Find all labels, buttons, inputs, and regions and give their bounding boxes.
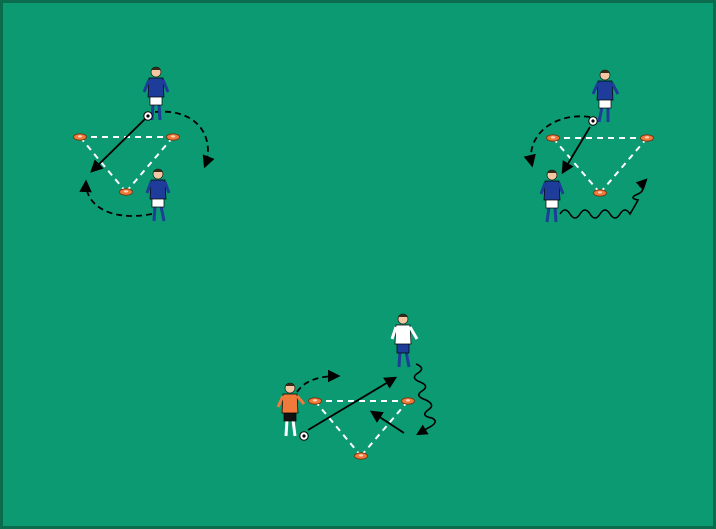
- ball: [589, 117, 597, 125]
- ball: [144, 112, 152, 120]
- cone: [547, 135, 560, 141]
- cone: [309, 398, 322, 404]
- ball: [300, 432, 308, 440]
- cone: [641, 135, 654, 141]
- cone: [74, 134, 87, 140]
- cone: [402, 398, 415, 404]
- cone: [167, 134, 180, 140]
- cone: [120, 189, 133, 195]
- cone: [594, 190, 607, 196]
- cone: [355, 453, 368, 459]
